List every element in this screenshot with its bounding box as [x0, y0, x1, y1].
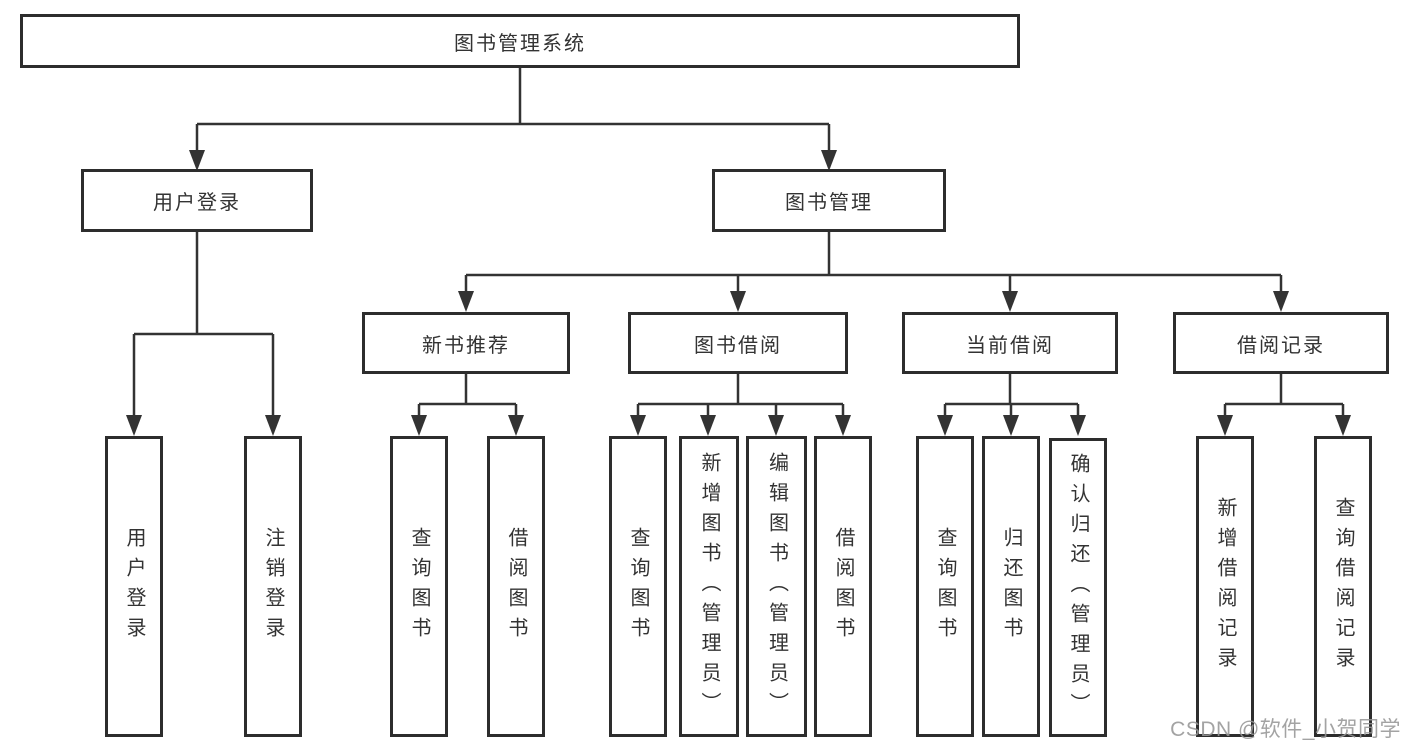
- node-leaf-borrow-books-recommend: 借阅图书: [487, 436, 545, 737]
- node-label: 新增借阅记录: [1214, 496, 1236, 677]
- node-label: 当前借阅: [966, 334, 1054, 357]
- node-label: 归还图书: [1000, 526, 1022, 647]
- node-leaf-confirm-return-admin: 确认归还（管理员）: [1049, 438, 1107, 737]
- node-leaf-borrow-books: 借阅图书: [814, 436, 872, 737]
- node-label: 借阅图书: [505, 526, 527, 647]
- node-leaf-search-books-borrowing: 查询图书: [609, 436, 667, 737]
- node-current-borrowing: 当前借阅: [902, 312, 1118, 374]
- node-label: 编辑图书（管理员）: [765, 451, 788, 722]
- node-borrowing-records: 借阅记录: [1173, 312, 1389, 374]
- node-label: 确认归还（管理员）: [1067, 452, 1089, 723]
- node-label: 查询图书: [934, 526, 956, 647]
- node-leaf-add-borrow-record: 新增借阅记录: [1196, 436, 1254, 737]
- node-library-management-system: 图书管理系统: [20, 14, 1020, 68]
- node-leaf-user-login: 用户登录: [105, 436, 163, 737]
- node-label: 查询借阅记录: [1332, 496, 1354, 677]
- node-label: 图书借阅: [694, 334, 782, 357]
- node-label: 图书管理: [785, 192, 873, 214]
- node-book-management: 图书管理: [712, 169, 946, 232]
- node-label: 查询图书: [408, 526, 430, 647]
- node-label: 注销登录: [262, 526, 284, 647]
- node-label: 图书管理系统: [454, 32, 586, 55]
- node-label: 借阅图书: [832, 526, 854, 647]
- arrowheads: [126, 150, 1351, 436]
- watermark: CSDN @软件_小贺同学: [1170, 718, 1401, 741]
- node-leaf-edit-book-admin: 编辑图书（管理员）: [746, 436, 807, 737]
- node-label: 用户登录: [123, 526, 145, 647]
- node-user-login: 用户登录: [81, 169, 313, 232]
- node-new-book-recommendation: 新书推荐: [362, 312, 570, 374]
- node-leaf-search-books-current: 查询图书: [916, 436, 974, 737]
- node-leaf-search-borrow-record: 查询借阅记录: [1314, 436, 1372, 737]
- node-book-borrowing: 图书借阅: [628, 312, 848, 374]
- node-label: 用户登录: [153, 192, 241, 214]
- node-label: 借阅记录: [1237, 334, 1325, 357]
- node-label: 新增图书（管理员）: [698, 451, 720, 722]
- node-label: 新书推荐: [422, 334, 510, 357]
- node-leaf-add-book-admin: 新增图书（管理员）: [679, 436, 739, 737]
- node-leaf-search-books-recommend: 查询图书: [390, 436, 448, 737]
- node-leaf-logout: 注销登录: [244, 436, 302, 737]
- node-leaf-return-books: 归还图书: [982, 436, 1040, 737]
- node-label: 查询图书: [627, 526, 649, 647]
